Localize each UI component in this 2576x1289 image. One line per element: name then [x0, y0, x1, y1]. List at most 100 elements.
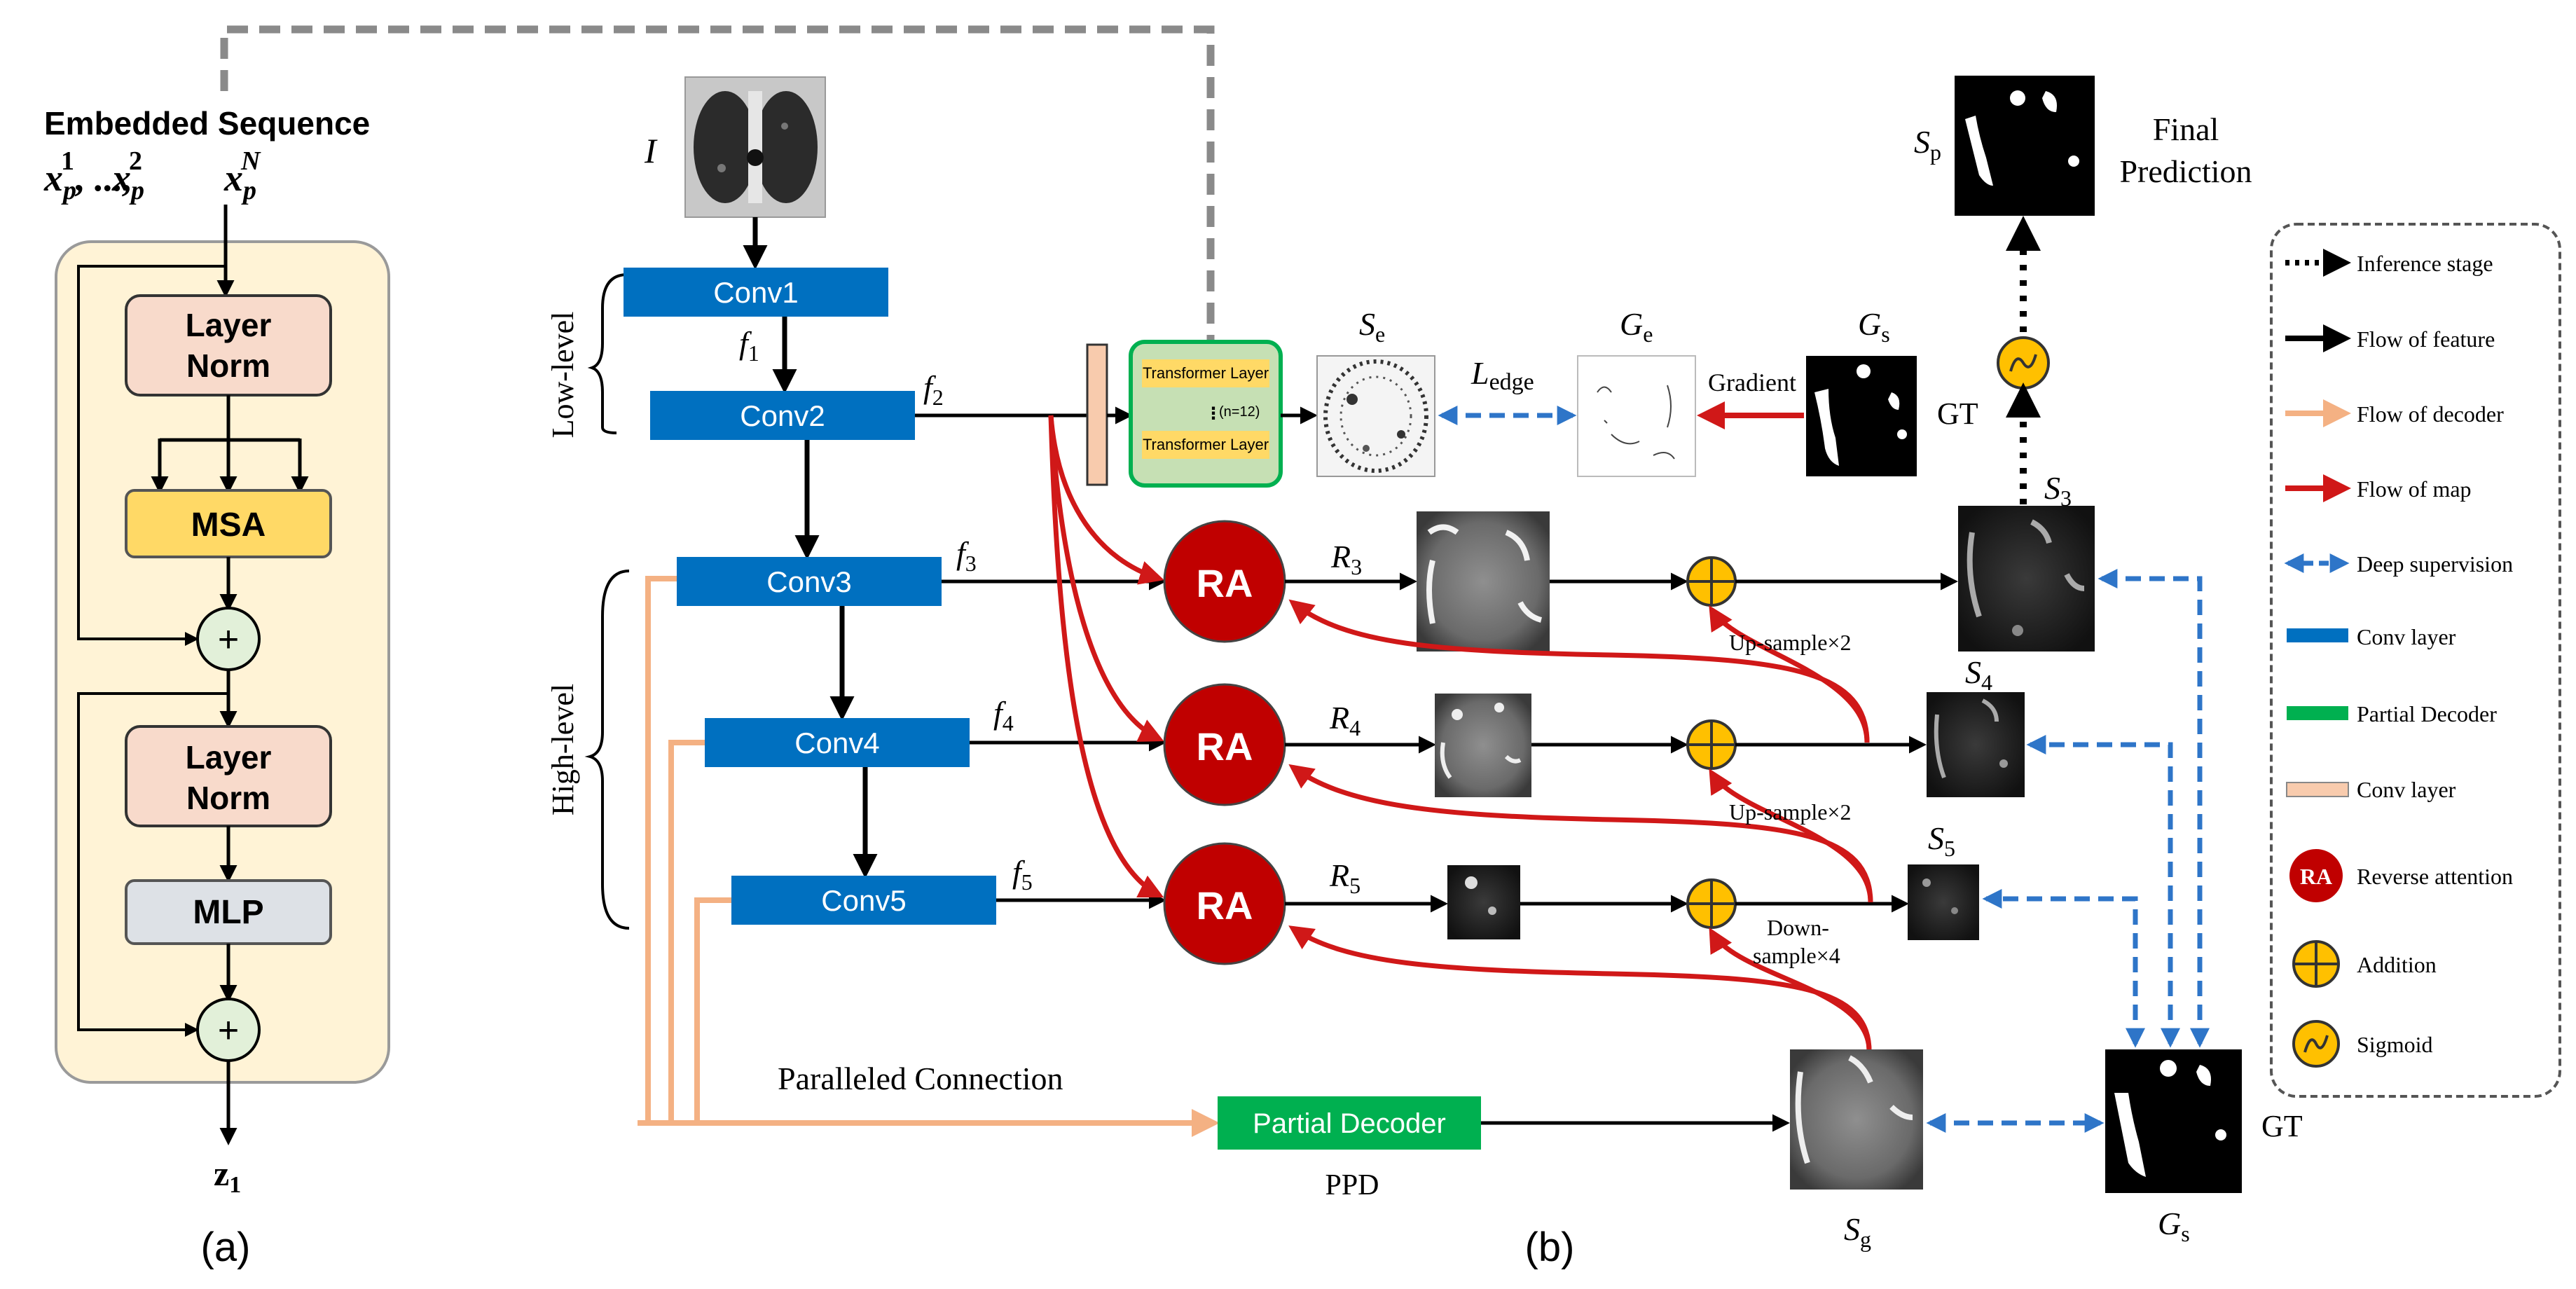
- s3-map: [1958, 506, 2095, 652]
- gt-bottom-label: GT: [2261, 1109, 2303, 1143]
- peach-conv-layer: [1086, 343, 1108, 486]
- msa-label: MSA: [191, 506, 266, 544]
- low-level-brace: [587, 273, 628, 434]
- ct-input-image: [684, 76, 826, 218]
- legend-sigmoid: Sigmoid: [2357, 1032, 2432, 1057]
- r3-label: R3: [1330, 539, 1362, 579]
- map-flow-to-ra4: [1048, 415, 1164, 742]
- feature-f5: f5: [1012, 854, 1033, 895]
- conv5-label: Conv5: [821, 884, 906, 917]
- conv4-block: [705, 718, 970, 767]
- ge-label: Ge: [1620, 306, 1653, 347]
- r4-label: R4: [1329, 700, 1361, 740]
- feature-f4: f4: [993, 695, 1014, 736]
- conv5-block: [731, 876, 996, 925]
- upsample-label-2: Up-sample×2: [1729, 799, 1851, 825]
- gs-bottom-gt-map: [2105, 1049, 2242, 1193]
- legend-flow-decoder: Flow of decoder: [2357, 401, 2504, 427]
- caption-a: (a): [201, 1225, 251, 1270]
- conv1-label: Conv1: [713, 276, 798, 309]
- feature-f3: f3: [956, 535, 977, 576]
- feature-f2: f2: [923, 369, 944, 410]
- parallel-connection-conv4: [668, 740, 705, 1123]
- r4-map: [1435, 694, 1531, 797]
- conv2-label: Conv2: [740, 399, 825, 432]
- ge-edge-gt: [1577, 355, 1696, 477]
- transformer-layer-bottom: Transformer Layer: [1143, 436, 1269, 453]
- legend-addition-symbol: [2292, 940, 2340, 988]
- legend-conv-layer-peach: Conv layer: [2357, 777, 2456, 802]
- map-flow-s5-to-ra4: [1288, 764, 1873, 903]
- ra-5-label: RA: [1197, 883, 1253, 928]
- gs-top-gt-map: [1806, 356, 1917, 476]
- se-label: Se: [1359, 306, 1385, 347]
- legend-partial-decoder-swatch: [2287, 706, 2348, 720]
- gs-top-label: Gs: [1858, 306, 1890, 347]
- paralleled-connection-label: Paralleled Connection: [778, 1061, 1063, 1096]
- sp-label: Sp: [1914, 124, 1941, 165]
- layer-norm-2-label: Layer: [186, 739, 272, 776]
- addition-node-3: [1686, 556, 1737, 607]
- gradient-label: Gradient: [1708, 368, 1796, 397]
- sg-global-map: [1790, 1049, 1923, 1190]
- legend-deep-supervision: Deep supervision: [2357, 551, 2513, 577]
- layer-norm-1-label: Layer: [186, 307, 272, 343]
- conv3-label: Conv3: [766, 565, 851, 598]
- legend-inference: Inference stage: [2357, 251, 2493, 276]
- map-flow-to-ra5: [1048, 415, 1164, 898]
- transformer-n12: (n=12): [1219, 404, 1260, 420]
- embedded-sequence-formula-2: xp2: [111, 146, 144, 205]
- legend-sigmoid-symbol: [2292, 1020, 2340, 1068]
- r3-map: [1417, 511, 1550, 652]
- legend-addition: Addition: [2357, 952, 2437, 977]
- map-flow-s4-to-ra3: [1288, 599, 1870, 743]
- deep-supervision-s3: [2098, 569, 2210, 1048]
- ra-4-label: RA: [1197, 724, 1253, 768]
- legend-partial-decoder: Partial Decoder: [2357, 701, 2497, 726]
- downsample-label-2: sample×4: [1753, 943, 1840, 968]
- addition-node-5: [1686, 878, 1737, 929]
- partial-decoder-label: Partial Decoder: [1253, 1108, 1446, 1139]
- r5-map: [1447, 865, 1520, 939]
- legend-ra-symbol: [2289, 849, 2343, 902]
- s4-label: S4: [1965, 654, 1992, 695]
- map-flow-sg-to-add5: [1709, 927, 1872, 1052]
- layer-norm-1-label-2: Norm: [186, 347, 270, 384]
- output-z1: z1: [214, 1154, 241, 1198]
- legend-flow-map: Flow of map: [2357, 476, 2472, 502]
- gt-top-label: GT: [1937, 397, 1978, 431]
- embedded-sequence-formula-n: xpN: [223, 146, 261, 205]
- s4-map: [1927, 692, 2025, 797]
- legend-flow-feature: Flow of feature: [2357, 326, 2495, 352]
- deep-supervision-s4: [2026, 735, 2180, 1048]
- r5-label: R5: [1329, 857, 1361, 898]
- sp-final-prediction-map: [1955, 76, 2095, 216]
- transformer-link-dashed: [220, 25, 1215, 343]
- conv1-block: [624, 268, 888, 317]
- upsample-label-1: Up-sample×2: [1729, 630, 1851, 655]
- embedded-sequence-formula: xp1, ...,: [43, 146, 131, 205]
- partial-decoder-block: [1218, 1096, 1481, 1150]
- conv4-label: Conv4: [794, 726, 879, 759]
- legend-conv-peach-swatch: [2286, 782, 2349, 797]
- s5-map: [1908, 864, 1979, 940]
- final-prediction-line-2: Prediction: [2119, 153, 2252, 189]
- parallel-connection-conv5: [694, 897, 731, 1123]
- feature-f1: f1: [739, 325, 759, 366]
- legend: Inference stage Flow of feature Flow of …: [2270, 223, 2561, 1098]
- mlp-label: MLP: [193, 894, 263, 931]
- deep-supervision-s5: [1982, 889, 2145, 1048]
- ra-3-label: RA: [1197, 561, 1253, 605]
- legend-conv-blue-swatch: [2287, 628, 2348, 642]
- layer-norm-2-label-2: Norm: [186, 780, 270, 816]
- transformer-dots: ⋮: [1205, 404, 1222, 423]
- caption-b: (b): [1525, 1225, 1575, 1270]
- parallel-connection-conv3: [645, 576, 677, 1123]
- ledge-label: Ledge: [1470, 355, 1534, 395]
- ppd-label: PPD: [1325, 1169, 1379, 1201]
- legend-reverse-attention: Reverse attention: [2357, 864, 2513, 889]
- addition-node-4: [1686, 719, 1737, 770]
- conv2-block: [650, 391, 915, 440]
- s5-label: S5: [1928, 820, 1955, 861]
- final-prediction-line-1: Final: [2153, 111, 2219, 147]
